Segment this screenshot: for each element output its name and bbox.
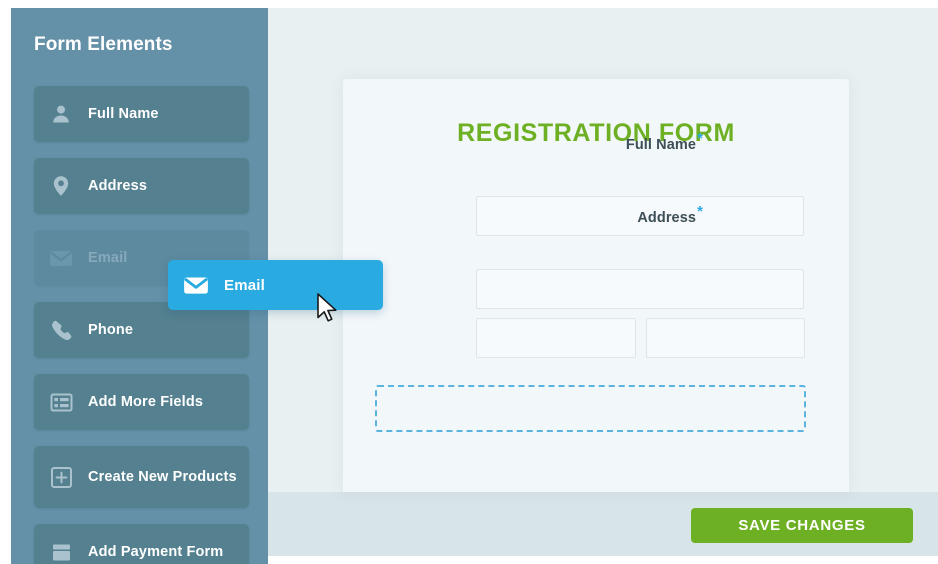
address-line1-input[interactable] [476, 269, 804, 309]
registration-form-card: REGISTRATION FORM Full Name* Address* [343, 79, 849, 492]
credit-card-icon [34, 540, 88, 564]
label-text: Address [637, 210, 697, 226]
sidebar-item-list: Full Name Address [34, 86, 249, 564]
sidebar-item-create-new-products[interactable]: Create New Products [34, 446, 249, 508]
address-state-input[interactable] [646, 318, 805, 358]
label-address: Address* [593, 204, 703, 226]
envelope-icon [34, 245, 88, 271]
save-changes-button[interactable]: SAVE CHANGES [691, 508, 913, 543]
sidebar-item-label: Address [88, 178, 148, 194]
sidebar-item-add-payment-form[interactable]: Add Payment Form [34, 524, 249, 564]
user-icon [34, 102, 88, 126]
drop-zone[interactable] [375, 385, 806, 432]
full-name-input[interactable] [476, 196, 804, 236]
address-city-input[interactable] [476, 318, 636, 358]
page-title: REGISTRATION FORM [457, 119, 735, 147]
label-full-name: Full Name* [593, 131, 703, 153]
sidebar-item-add-more-fields[interactable]: Add More Fields [34, 374, 249, 430]
label-text: Full Name [625, 137, 697, 153]
sidebar-item-label: Phone [88, 322, 134, 338]
list-table-icon [34, 390, 88, 415]
location-pin-icon [34, 174, 88, 198]
footer-bar: SAVE CHANGES [268, 492, 938, 556]
sidebar-item-phone[interactable]: Phone [34, 302, 249, 358]
sidebar-item-label: Create New Products [88, 469, 237, 485]
drag-preview-label: Email [224, 276, 266, 294]
sidebar-item-label: Email [88, 250, 128, 266]
sidebar-item-full-name[interactable]: Full Name [34, 86, 249, 142]
required-asterisk: * [697, 203, 703, 221]
plus-square-icon [34, 465, 88, 490]
sidebar-item-label: Full Name [88, 106, 159, 122]
phone-icon [34, 318, 88, 342]
sidebar-item-address[interactable]: Address [34, 158, 249, 214]
sidebar-item-label: Add More Fields [88, 394, 204, 410]
drag-preview-email[interactable]: Email [168, 260, 383, 310]
required-asterisk: * [697, 130, 703, 148]
sidebar-item-label: Add Payment Form [88, 544, 224, 560]
sidebar-title: Form Elements [34, 34, 173, 55]
envelope-icon [168, 271, 224, 299]
